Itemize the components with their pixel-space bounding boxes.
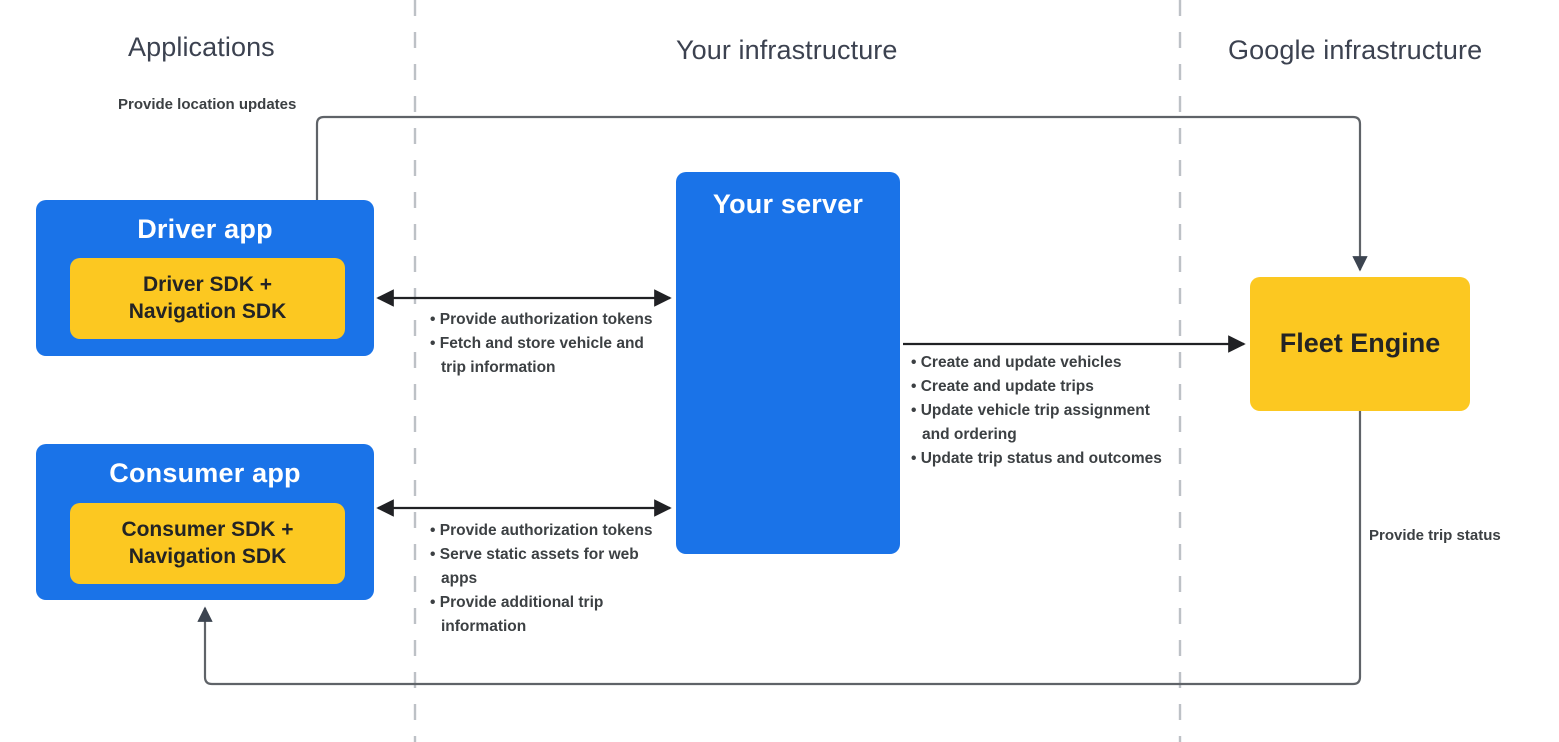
edge-bullets-server-fleet: Create and update vehicles Create and up… <box>911 351 1163 471</box>
bullet-item: Provide authorization tokens <box>430 308 655 332</box>
node-fleet-engine[interactable]: Fleet Engine <box>1250 277 1470 411</box>
your-server-title: Your server <box>712 189 864 219</box>
driver-sdk-line-2: Navigation SDK <box>128 300 287 323</box>
edge-bullets-consumer-server: Provide authorization tokens Serve stati… <box>430 519 655 639</box>
column-header-your-infrastructure: Your infrastructure <box>676 35 898 65</box>
consumer-sdk-line-1: Consumer SDK + <box>121 518 294 541</box>
node-consumer-sdk[interactable]: Consumer SDK + Navigation SDK <box>70 503 345 584</box>
bullet-item: Provide additional trip information <box>430 591 655 639</box>
bullet-item: Fetch and store vehicle and trip informa… <box>430 332 655 380</box>
driver-sdk-line-1: Driver SDK + <box>143 273 272 296</box>
bullet-item: Create and update trips <box>911 375 1163 399</box>
consumer-app-title: Consumer app <box>109 458 301 488</box>
bullet-item: Create and update vehicles <box>911 351 1163 375</box>
bullet-item: Update vehicle trip assignment and order… <box>911 399 1163 447</box>
column-header-google-infrastructure: Google infrastructure <box>1228 35 1483 65</box>
driver-app-title: Driver app <box>137 214 273 244</box>
bullet-item: Serve static assets for web apps <box>430 543 655 591</box>
edge-bullets-driver-server: Provide authorization tokens Fetch and s… <box>430 308 655 380</box>
consumer-sdk-line-2: Navigation SDK <box>128 545 287 568</box>
edge-label-trip-status: Provide trip status <box>1369 527 1501 544</box>
node-driver-sdk[interactable]: Driver SDK + Navigation SDK <box>70 258 345 339</box>
bullet-item: Provide authorization tokens <box>430 519 655 543</box>
fleet-engine-title: Fleet Engine <box>1279 328 1441 358</box>
bullet-item: Update trip status and outcomes <box>911 447 1163 471</box>
node-your-server[interactable]: Your server <box>676 172 900 554</box>
column-header-applications: Applications <box>128 32 275 62</box>
edge-label-location-updates: Provide location updates <box>118 96 297 113</box>
